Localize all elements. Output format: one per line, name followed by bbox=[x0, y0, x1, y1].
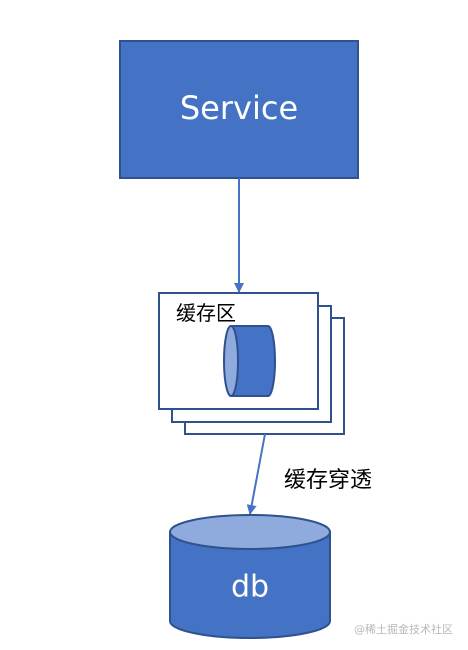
cache-stack: 缓存区 bbox=[158, 292, 345, 435]
service-node: Service bbox=[119, 40, 359, 179]
cache-to-db-arrow bbox=[246, 433, 266, 515]
db-label: db bbox=[231, 570, 269, 605]
cache-penetration-label: 缓存穿透 bbox=[284, 468, 372, 493]
db-node: db bbox=[169, 514, 331, 639]
watermark-text: @稀土掘金技术社区 bbox=[354, 622, 453, 636]
cylinder-icon bbox=[223, 325, 276, 397]
cache-label: 缓存区 bbox=[176, 301, 236, 325]
service-label: Service bbox=[180, 89, 298, 127]
